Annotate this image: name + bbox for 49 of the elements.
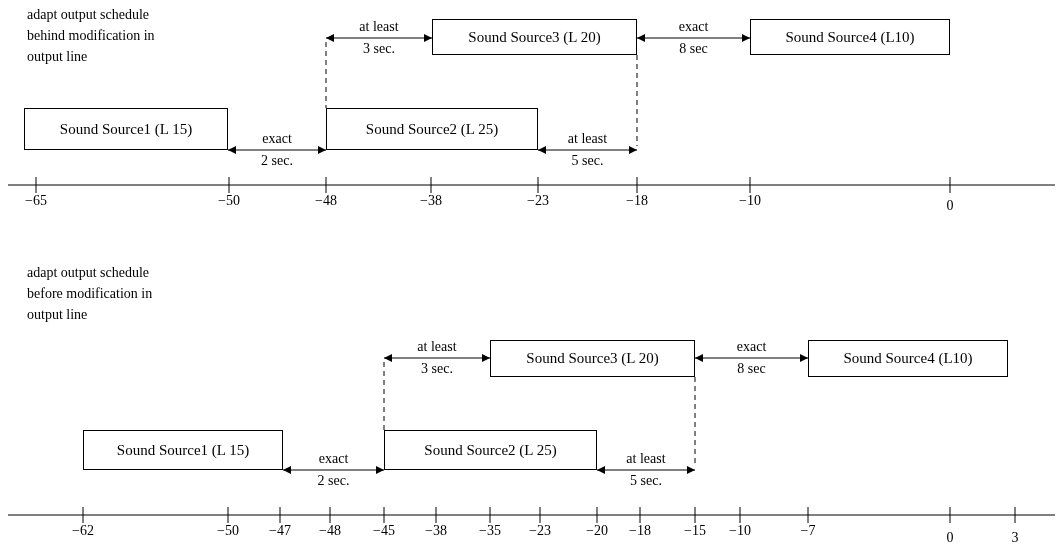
double-arrow bbox=[282, 466, 385, 474]
tick-label: −18 bbox=[626, 193, 648, 209]
tick-label: −10 bbox=[729, 523, 751, 539]
double-arrow bbox=[596, 466, 696, 474]
process-box: Sound Source4 (L10) bbox=[808, 340, 1008, 377]
tick-label: −35 bbox=[479, 523, 501, 539]
tick-label: −65 bbox=[25, 193, 47, 209]
tick-label: −10 bbox=[739, 193, 761, 209]
panel-heading: adapt output schedule behind modification in output line bbox=[27, 6, 156, 66]
edge-label: at least 5 sec. bbox=[625, 450, 667, 490]
process-box: Sound Source3 (L 20) bbox=[490, 340, 695, 377]
double-arrow bbox=[383, 354, 491, 362]
edge-label: exact 2 sec. bbox=[316, 450, 351, 490]
edge-label: at least 3 sec. bbox=[358, 18, 400, 58]
tick-label: 0 bbox=[946, 198, 954, 214]
double-arrow bbox=[636, 34, 751, 42]
edge-label: at least 5 sec. bbox=[566, 130, 609, 170]
tick-label: −50 bbox=[218, 193, 240, 209]
tick-label: −48 bbox=[319, 523, 341, 539]
double-arrow bbox=[227, 146, 327, 154]
tick-label: −23 bbox=[529, 523, 551, 539]
edge-label: exact 2 sec. bbox=[260, 130, 294, 170]
tick-label: −62 bbox=[72, 523, 94, 539]
process-box: Sound Source2 (L 25) bbox=[326, 108, 538, 150]
tick-label: −50 bbox=[217, 523, 239, 539]
tick-label: −38 bbox=[420, 193, 442, 209]
tick-label: −7 bbox=[800, 523, 816, 539]
process-box: Sound Source3 (L 20) bbox=[432, 19, 637, 55]
tick-label: −20 bbox=[586, 523, 608, 539]
edge-label: at least 3 sec. bbox=[416, 338, 458, 378]
process-box: Sound Source1 (L 15) bbox=[83, 430, 283, 470]
tick-label: 3 bbox=[1011, 530, 1019, 546]
edge-label: exact 8 sec bbox=[735, 338, 768, 378]
double-arrow bbox=[694, 354, 809, 362]
edge-label: exact 8 sec bbox=[677, 18, 710, 58]
tick-label: −15 bbox=[684, 523, 706, 539]
double-arrow bbox=[537, 146, 638, 154]
tick-label: −18 bbox=[629, 523, 651, 539]
panel-heading: adapt output schedule before modification in output line bbox=[27, 264, 154, 324]
tick-label: −23 bbox=[527, 193, 549, 209]
process-box: Sound Source1 (L 15) bbox=[24, 108, 228, 150]
double-arrow bbox=[325, 34, 433, 42]
tick-label: −38 bbox=[425, 523, 447, 539]
tick-label: −48 bbox=[315, 193, 337, 209]
tick-label: 0 bbox=[946, 530, 954, 546]
process-box: Sound Source4 (L10) bbox=[750, 19, 950, 55]
tick-label: −45 bbox=[373, 523, 395, 539]
process-box: Sound Source2 (L 25) bbox=[384, 430, 597, 470]
tick-label: −47 bbox=[269, 523, 291, 539]
